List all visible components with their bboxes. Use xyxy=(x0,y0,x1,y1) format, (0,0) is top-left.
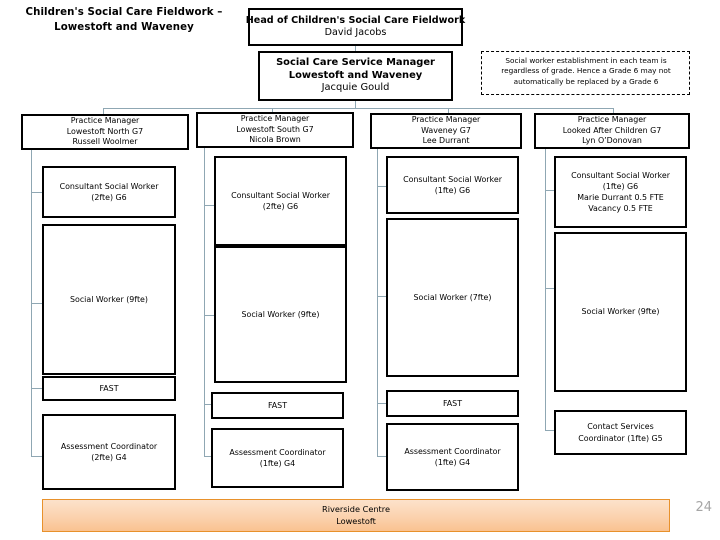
pm-team-3: Waveney G7 xyxy=(421,125,471,135)
connector-drop-col-4 xyxy=(613,108,614,116)
practice-manager-box-waveney: Practice Manager Waveney G7 Lee Durrant xyxy=(370,113,522,149)
practice-manager-box-lowestoft-south: Practice Manager Lowestoft South G7 Nico… xyxy=(196,112,354,148)
service-manager-box: Social Care Service Manager Lowestoft an… xyxy=(258,51,453,101)
connector-branch-col-3-csw xyxy=(377,186,386,187)
pm-team-1: Lowestoft North G7 xyxy=(66,126,144,136)
connector-branch-col-2-ac xyxy=(204,456,214,457)
note-line-3: automatically be replaced by a Grade 6 xyxy=(513,76,659,86)
role-box-col-4-contact-services-coordinator: Contact Services Coordinator (1fte) G5 xyxy=(554,410,687,455)
connector-branch-col-3-sw xyxy=(377,296,386,297)
connector-spine-col-2 xyxy=(204,148,205,456)
connector-service-manager-drop xyxy=(355,101,356,108)
role-line: (2fte) G4 xyxy=(91,453,127,462)
role-line: FAST xyxy=(99,383,119,393)
connector-branch-col-4-contact xyxy=(545,430,554,431)
role-box-col-2-consultant-social-worker: Consultant Social Worker (2fte) G6 xyxy=(214,156,347,246)
role-line: (1fte) G4 xyxy=(259,459,296,468)
head-of-service-box: Head of Children's Social Care Fieldwork… xyxy=(245,8,466,46)
service-manager-name: Jacquie Gould xyxy=(321,82,390,94)
role-line: Social Worker (7fte) xyxy=(413,292,492,302)
role-line: Consultant Social Worker xyxy=(571,170,670,180)
role-box-col-1-consultant-social-worker: Consultant Social Worker (2fte) G6 xyxy=(42,166,176,218)
connector-branch-col-2-fast xyxy=(204,404,214,405)
role-line: FAST xyxy=(267,400,288,410)
role-line: (1fte) G6 xyxy=(602,181,639,191)
role-line: Social Worker (9fte) xyxy=(581,307,660,317)
note-line-1: Social worker establishment in each team… xyxy=(505,56,667,65)
role-line: FAST xyxy=(442,398,463,408)
role-box-col-2-social-worker: Social Worker (9fte) xyxy=(214,246,347,383)
pm-role-4: Practice Manager xyxy=(577,114,647,124)
pm-name-4: Lyn O’Donovan xyxy=(582,136,642,146)
role-line: Coordinator (1fte) G5 xyxy=(578,433,663,443)
establishment-note-box: Social worker establishment in each team… xyxy=(481,51,690,95)
page-title-line-1: Children's Social Care Fieldwork – xyxy=(25,7,223,18)
connector-branch-col-4-csw xyxy=(545,190,554,191)
page-title-line-2: Lowestoft and Waveney xyxy=(54,21,194,33)
role-line: Social Worker (9fte) xyxy=(70,294,148,304)
role-box-col-3-assessment-coordinator: Assessment Coordinator (1fte) G4 xyxy=(386,423,519,491)
connector-drop-col-1 xyxy=(103,108,104,116)
role-box-col-1-fast: FAST xyxy=(42,376,176,401)
location-footer-bar: Riverside Centre Lowestoft xyxy=(42,499,670,532)
role-line: Assessment Coordinator xyxy=(404,446,501,456)
practice-manager-box-looked-after-children: Practice Manager Looked After Children G… xyxy=(534,113,690,149)
role-line: Assessment Coordinator xyxy=(229,447,326,457)
role-box-col-1-social-worker: Social Worker (9fte) xyxy=(42,224,176,375)
connector-branch-col-3-fast xyxy=(377,403,386,404)
role-line: (2fte) G6 xyxy=(262,202,299,211)
role-line: Assessment Coordinator xyxy=(60,441,158,451)
role-box-col-1-assessment-coordinator: Assessment Coordinator (2fte) G4 xyxy=(42,414,176,490)
service-manager-line-2: Lowestoft and Waveney xyxy=(288,69,423,81)
role-line: Consultant Social Worker xyxy=(59,181,159,191)
role-line: (1fte) G4 xyxy=(434,458,471,467)
pm-name-1: Russell Woolmer xyxy=(72,137,138,147)
connector-branch-col-1-sw xyxy=(31,303,42,304)
pm-name-3: Lee Durrant xyxy=(422,136,470,146)
footer-line-1: Riverside Centre xyxy=(322,504,390,515)
pm-role-2: Practice Manager xyxy=(240,113,310,123)
connector-branch-col-2-csw xyxy=(204,205,214,206)
role-line: Social Worker (9fte) xyxy=(241,309,320,319)
role-line: Vacancy 0.5 FTE xyxy=(588,204,653,214)
pm-team-4: Looked After Children G7 xyxy=(562,125,662,135)
role-box-col-3-social-worker: Social Worker (7fte) xyxy=(386,218,519,377)
head-of-service-title: Head of Children's Social Care Fieldwork xyxy=(245,14,466,26)
pm-name-2: Nicola Brown xyxy=(249,135,301,145)
role-line: Marie Durrant 0.5 FTE xyxy=(577,193,664,202)
footer-line-2: Lowestoft xyxy=(336,515,376,526)
role-box-col-4-social-worker: Social Worker (9fte) xyxy=(554,232,687,392)
note-line-2: regardless of grade. Hence a Grade 6 may… xyxy=(501,66,671,76)
role-line: (1fte) G6 xyxy=(434,186,471,195)
role-line: (2fte) G6 xyxy=(91,193,127,202)
connector-branch-col-1-csw xyxy=(31,192,42,193)
role-box-col-4-consultant-social-worker: Consultant Social Worker (1fte) G6 Marie… xyxy=(554,156,687,228)
pm-role-1: Practice Manager xyxy=(70,115,140,125)
connector-branch-col-1-fast xyxy=(31,388,42,389)
page-number: 24 xyxy=(695,500,712,515)
connector-branch-col-2-sw xyxy=(204,315,214,316)
connector-spine-col-3 xyxy=(377,149,378,456)
connector-drop-col-3 xyxy=(448,108,449,116)
head-of-service-name: David Jacobs xyxy=(324,27,387,38)
connector-spine-col-4 xyxy=(545,149,546,430)
connector-branch-col-4-sw xyxy=(545,288,554,289)
role-line: Consultant Social Worker xyxy=(403,174,502,184)
connector-branch-col-1-ac xyxy=(31,456,42,457)
role-box-col-3-consultant-social-worker: Consultant Social Worker (1fte) G6 xyxy=(386,156,519,214)
pm-role-3: Practice Manager xyxy=(411,114,481,124)
connector-manager-bus xyxy=(103,108,613,109)
role-box-col-3-fast: FAST xyxy=(386,390,519,417)
pm-team-2: Lowestoft South G7 xyxy=(236,124,314,134)
practice-manager-box-lowestoft-north: Practice Manager Lowestoft North G7 Russ… xyxy=(21,114,189,150)
page-title: Children's Social Care Fieldwork – Lowes… xyxy=(8,6,240,36)
role-box-col-2-assessment-coordinator: Assessment Coordinator (1fte) G4 xyxy=(211,428,344,488)
connector-branch-col-3-ac xyxy=(377,456,386,457)
role-line: Contact Services xyxy=(587,422,654,432)
role-line: Consultant Social Worker xyxy=(231,190,330,200)
service-manager-line-1: Social Care Service Manager xyxy=(276,56,435,68)
role-box-col-2-fast: FAST xyxy=(211,392,344,419)
